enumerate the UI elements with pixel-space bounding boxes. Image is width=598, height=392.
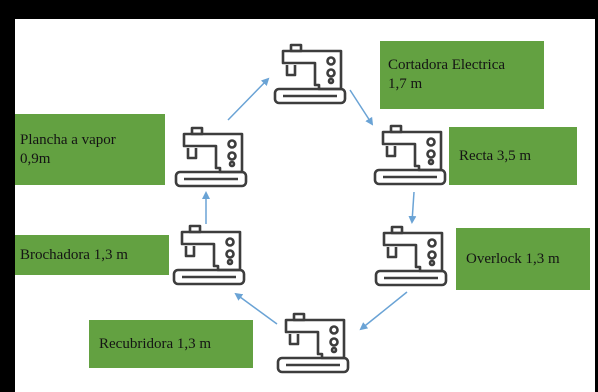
sewing-machine-icon xyxy=(172,224,246,286)
sewing-machine-icon xyxy=(373,124,447,186)
label-plancha: Plancha a vapor 0,9m xyxy=(15,114,165,185)
label-brochadora: Brochadora 1,3 m xyxy=(15,235,169,275)
arrow-plancha-to-cortadora xyxy=(227,77,270,121)
label-recta: Recta 3,5 m xyxy=(449,127,577,185)
label-recubridora: Recubridora 1,3 m xyxy=(89,320,253,368)
arrow-recta-to-overlock xyxy=(408,191,417,224)
label-overlock: Overlock 1,3 m xyxy=(456,228,590,290)
label-cortadora: Cortadora Electrica 1,7 m xyxy=(380,41,544,109)
sewing-machine-icon xyxy=(273,43,347,105)
sewing-machine-icon xyxy=(276,312,350,374)
sewing-machine-icon xyxy=(374,225,448,287)
arrow-recubridora-to-brochadora xyxy=(234,292,278,325)
arrow-cortadora-to-recta xyxy=(349,89,374,126)
arrow-overlock-to-recubridora xyxy=(359,291,408,331)
sewing-machine-icon xyxy=(174,126,248,188)
